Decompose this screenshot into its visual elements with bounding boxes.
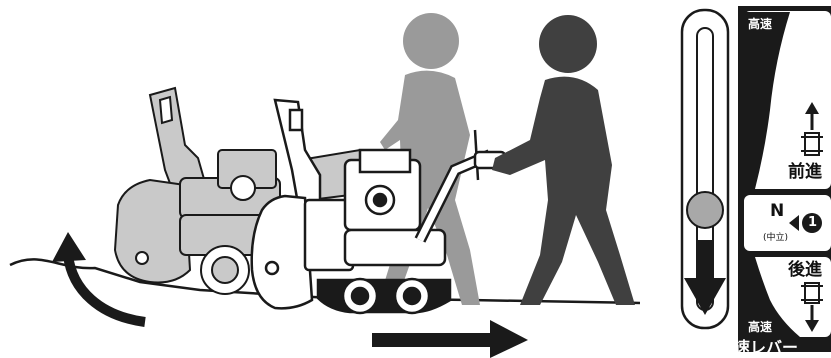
right-arrow-icon: [372, 320, 528, 358]
lever-knob: [687, 192, 723, 228]
lever-caption: 変速レバー: [718, 340, 798, 356]
top-speed-label: 高速: [748, 18, 772, 30]
bottom-speed-label: 高速: [748, 321, 772, 333]
person-front: [492, 15, 635, 305]
neutral-label: N: [770, 203, 784, 220]
step-badge-number: 1: [808, 216, 817, 229]
forward-label: 前進: [788, 164, 822, 181]
neutral-sub-label: (中立): [763, 234, 788, 243]
gear-lever: [682, 10, 728, 328]
reverse-label: 後進: [788, 262, 822, 279]
